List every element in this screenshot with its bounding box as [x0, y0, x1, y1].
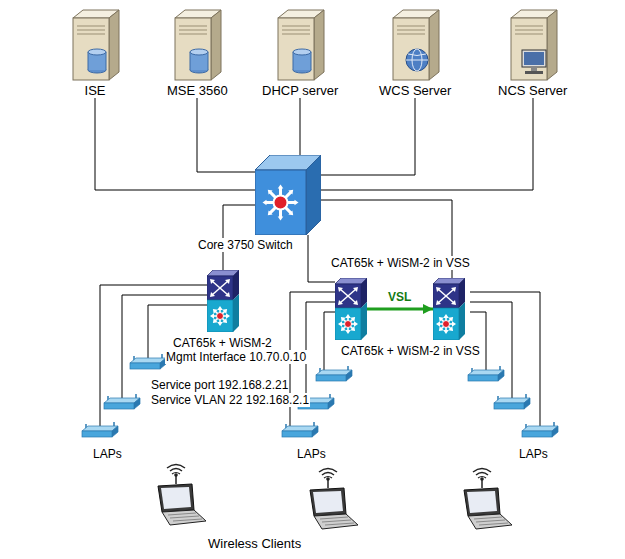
annotation-label: Wireless Clients [207, 536, 302, 551]
access-point [282, 422, 318, 437]
ap-wire [470, 312, 486, 370]
annotation-label: LAPs [296, 447, 327, 461]
server-node: ISE [65, 6, 125, 98]
access-point [316, 366, 352, 381]
catalyst-switch: CAT65k + WiSM-2Mgmt Interface 10.70.0.10 [207, 270, 239, 332]
server-label: NCS Server [497, 83, 568, 98]
access-point [494, 394, 530, 409]
catalyst-switch: CAT65k + WiSM-2 in VSS [433, 278, 465, 340]
core-switch-icon [255, 155, 321, 235]
network-link [197, 98, 255, 172]
server-label: ISE [65, 83, 125, 98]
switch-label: CAT65k + WiSM-2 in VSS [330, 256, 471, 270]
link-label: VSL [387, 290, 412, 304]
server-icon [167, 6, 227, 82]
ap-wire [306, 302, 335, 398]
access-point [82, 422, 118, 437]
access-point [104, 394, 140, 409]
server-node: NCS Server [497, 6, 568, 98]
server-icon [385, 6, 445, 82]
server-label: DHCP server [261, 83, 339, 98]
catalyst-switch-icon [207, 270, 239, 332]
switch-label: Mgmt Interface 10.70.0.10 [165, 350, 307, 364]
switch-label: CAT65k + WiSM-2 [172, 336, 273, 350]
laptop-client [464, 469, 512, 530]
annotation-label: LAPs [518, 447, 549, 461]
access-point [468, 366, 504, 381]
network-link [321, 98, 415, 175]
server-node: DHCP server [261, 6, 339, 98]
server-node: WCS Server [378, 6, 452, 98]
laptop-client [158, 465, 206, 526]
network-link [300, 98, 301, 155]
access-point [130, 354, 166, 369]
laptop-client [310, 469, 358, 530]
server-icon [65, 6, 125, 82]
annotation-label: Service VLAN 22 192.168.2.1 [150, 393, 310, 407]
server-icon [270, 6, 330, 82]
catalyst-switch-icon [335, 278, 367, 340]
access-point [522, 422, 558, 437]
switch-label: Core 3750 Switch [197, 238, 294, 252]
server-label: MSE 3560 [166, 83, 229, 98]
arrowhead [423, 304, 433, 314]
annotation-label: LAPs [92, 447, 123, 461]
ap-wire [324, 312, 335, 370]
annotation-label: Service port 192.168.2.21 [150, 378, 289, 392]
ap-wire [470, 292, 540, 426]
server-icon [503, 6, 563, 82]
network-link [321, 98, 533, 190]
server-label: WCS Server [378, 83, 452, 98]
server-node: MSE 3560 [166, 6, 229, 98]
catalyst-switch: CAT65k + WiSM-2 in VSS [335, 278, 367, 340]
core-switch: Core 3750 Switch [255, 155, 321, 235]
switch-label: CAT65k + WiSM-2 in VSS [340, 344, 481, 358]
network-link [95, 98, 255, 190]
catalyst-switch-icon [433, 278, 465, 340]
